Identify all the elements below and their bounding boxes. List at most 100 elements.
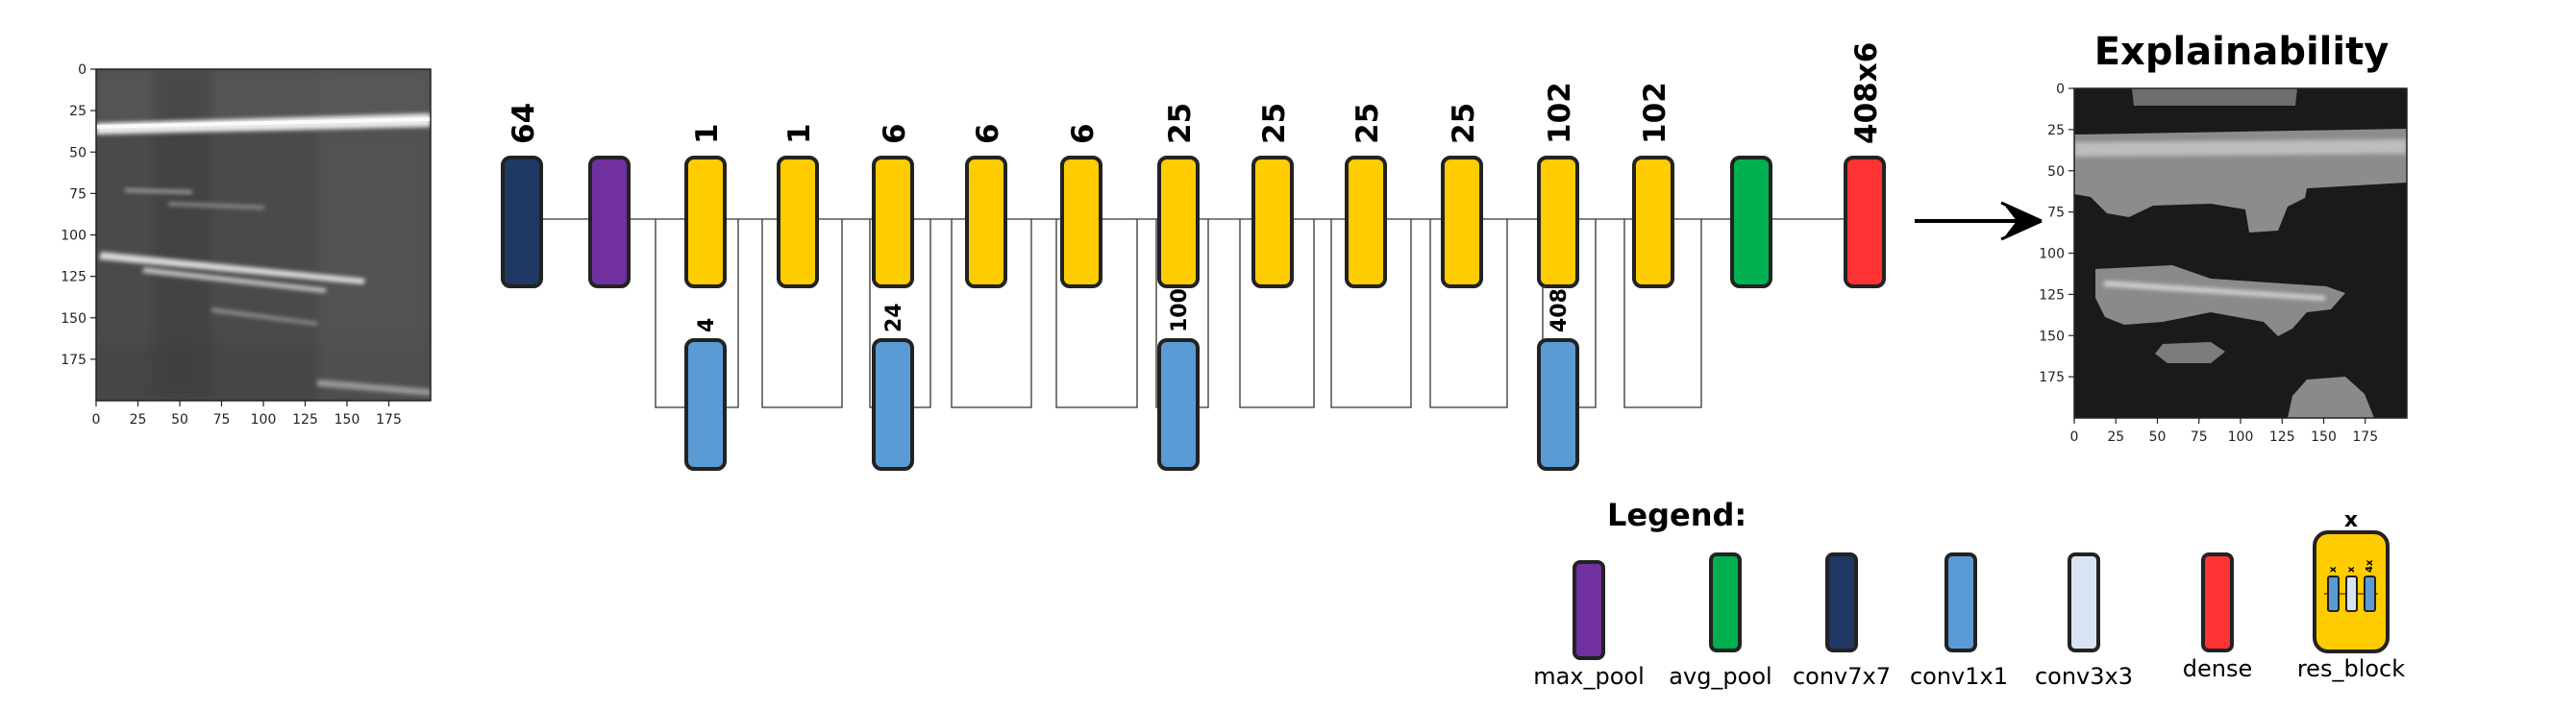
skip-connection-line: [1330, 219, 1412, 408]
input-y-tick-label: 50: [69, 145, 87, 160]
legend-label-max_pool: max_pool: [1533, 663, 1645, 690]
legend-label-conv3x3: conv3x3: [2035, 663, 2133, 690]
skip-connection-line: [1055, 219, 1138, 408]
input-x-tick-label: 100: [251, 412, 277, 428]
block-label: 25: [1447, 103, 1481, 144]
shortcut-label: 24: [882, 303, 906, 332]
input-x-tick-label: 25: [130, 412, 147, 428]
block-max_pool-1: [588, 156, 631, 288]
input-x-tick-label: 175: [376, 412, 402, 428]
shortcut-conv1x1-1: [872, 338, 914, 471]
block-res_block-10: [1441, 156, 1483, 288]
output-x-tick-label: 75: [2191, 429, 2208, 445]
shortcut-conv1x1-3: [1537, 338, 1579, 471]
legend-res-block-top-label: x: [2344, 508, 2358, 532]
legend-label-dense: dense: [2183, 655, 2252, 682]
legend-res-block-inner: [2364, 576, 2376, 612]
input-y-tick-label: 0: [78, 62, 87, 78]
skip-connection-line: [1429, 219, 1508, 408]
block-label: 408x6: [1849, 42, 1884, 144]
output-x-tick-label: 100: [2228, 429, 2254, 445]
legend-swatch-dense: [2201, 552, 2234, 652]
legend-swatch-avg_pool: [1709, 552, 1742, 652]
input-image: [96, 69, 431, 401]
output-y-tick-label: 175: [2039, 370, 2065, 385]
legend-res-block-inner: [2327, 576, 2340, 612]
block-res_block-9: [1345, 156, 1387, 288]
block-res_block-8: [1251, 156, 1294, 288]
input-x-tick-label: 50: [171, 412, 188, 428]
input-y-tick-label: 100: [61, 229, 87, 244]
skip-connection-line: [951, 219, 1032, 408]
output-x-tick-label: 0: [2070, 429, 2079, 445]
output-x-tick-label: 50: [2149, 429, 2167, 445]
shortcut-conv1x1-0: [684, 338, 727, 471]
output-y-tick-label: 50: [2047, 164, 2065, 180]
legend-res-block-inner-label: x: [2346, 566, 2357, 573]
block-label: 102: [1543, 82, 1577, 144]
input-x-tick-label: 150: [334, 412, 360, 428]
output-y-tick-label: 150: [2039, 329, 2065, 344]
explainability-title: Explainability: [2094, 30, 2390, 74]
input-x-tick-label: 0: [92, 412, 101, 428]
legend-swatch-conv3x3: [2068, 552, 2100, 652]
input-y-tick-label: 75: [69, 186, 87, 202]
output-x-tick-label: 150: [2311, 429, 2337, 445]
input-x-tick-label: 125: [292, 412, 318, 428]
block-label: 1: [690, 123, 725, 144]
legend-swatch-max_pool: [1573, 560, 1605, 660]
input-y-tick-label: 25: [69, 104, 87, 119]
block-res_block-7: [1157, 156, 1200, 288]
block-dense-14: [1844, 156, 1886, 288]
output-y-tick-label: 25: [2047, 123, 2065, 138]
skip-connection-line: [761, 219, 843, 408]
block-res_block-2: [684, 156, 727, 288]
block-conv7x7-0: [501, 156, 543, 288]
input-x-tick-label: 75: [213, 412, 231, 428]
block-avg_pool-13: [1730, 156, 1772, 288]
block-res_block-4: [872, 156, 914, 288]
block-label: 1: [782, 123, 817, 144]
legend-label-conv7x7: conv7x7: [1793, 663, 1891, 690]
shortcut-label: 100: [1168, 288, 1192, 332]
legend-title: Legend:: [1607, 497, 1746, 533]
shortcut-conv1x1-2: [1157, 338, 1200, 471]
skip-connection-line: [1623, 219, 1702, 408]
block-label: 64: [507, 103, 541, 144]
block-label: 25: [1257, 103, 1292, 144]
shortcut-blocks: 4 24 100 408: [684, 288, 1579, 471]
legend-label-avg_pool: avg_pool: [1669, 663, 1771, 690]
input-y-tick-label: 125: [61, 270, 87, 285]
skip-connection-line: [1239, 219, 1315, 408]
legend-swatch-conv7x7: [1825, 552, 1858, 652]
legend-res-block-inner-label: x: [2328, 566, 2339, 573]
legend-res-block-inner: [2345, 576, 2358, 612]
block-label: 102: [1638, 82, 1672, 144]
legend-label-res_block: res_block: [2297, 655, 2405, 682]
output-y-tick-label: 125: [2039, 287, 2065, 303]
block-res_block-12: [1632, 156, 1674, 288]
legend-res-block-inner-label: 4x: [2365, 559, 2375, 573]
input-y-tick-label: 175: [61, 353, 87, 368]
block-label: 6: [878, 123, 912, 144]
block-res_block-6: [1060, 156, 1102, 288]
block-res_block-11: [1537, 156, 1579, 288]
block-label: 25: [1350, 103, 1385, 144]
output-y-tick-label: 75: [2047, 206, 2065, 221]
block-label: 6: [1066, 123, 1101, 144]
shortcut-label: 408: [1548, 288, 1572, 332]
output-x-tick-label: 125: [2269, 429, 2295, 445]
output-x-tick-label: 25: [2107, 429, 2124, 445]
shortcut-label: 4: [695, 318, 719, 332]
explainability-image: [2074, 88, 2407, 418]
block-label: 25: [1163, 103, 1198, 144]
legend-swatch-conv1x1: [1944, 552, 1977, 652]
block-res_block-3: [777, 156, 819, 288]
arrow-right-icon: [1915, 201, 2043, 241]
